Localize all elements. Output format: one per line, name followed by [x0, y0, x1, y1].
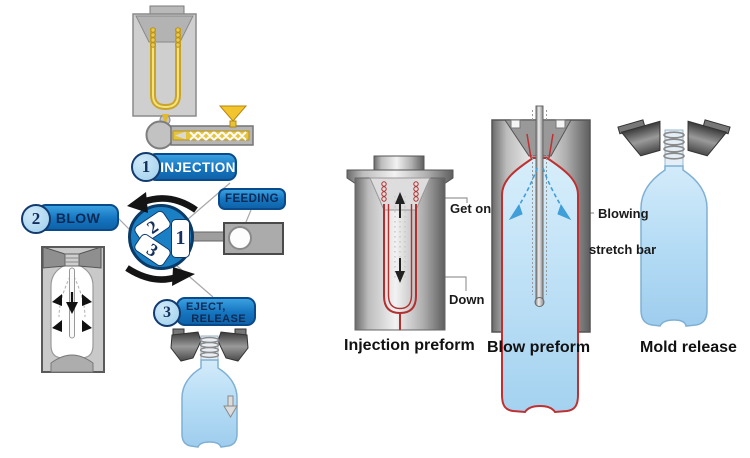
injection-mold-and-extruder	[132, 5, 254, 150]
turret-slot-1-number: 1	[175, 227, 186, 249]
stretch-bar	[535, 105, 544, 301]
mold-base-insert	[50, 354, 94, 373]
down-arrow	[395, 258, 405, 283]
blow-direction-arrows	[52, 292, 92, 332]
top-notch-left	[510, 119, 521, 129]
release-tool-right	[687, 119, 731, 157]
bottle-body	[181, 359, 238, 448]
mold-release-title: Mold release	[640, 339, 737, 356]
mold-release-diagram	[617, 119, 731, 327]
rotation-arrow-bottom	[125, 265, 179, 283]
nozzle-ball	[145, 120, 175, 150]
preform-neck-threads-red	[381, 181, 419, 202]
turret-rotation-arrows	[125, 192, 198, 286]
feeding-label: FEEDING	[225, 193, 279, 205]
bottle-neck-threads	[199, 336, 220, 359]
eject-release-label-pill: EJECT, RELEASE	[176, 297, 256, 326]
step-1-number: 1	[141, 157, 151, 176]
eject-label-line1: EJECT,	[186, 301, 226, 313]
preform-thread-coils	[150, 27, 181, 48]
injection-preform-diagram	[346, 155, 454, 331]
release-neck-finish	[664, 129, 684, 167]
blow-preform-title: Blow preform	[487, 339, 591, 356]
injection-label: INJECTION	[160, 159, 236, 175]
melt-drip	[162, 114, 169, 125]
step-3-number: 3	[163, 304, 171, 321]
top-notch-right	[555, 119, 566, 129]
step-3-badge: 3	[153, 299, 181, 327]
step-1-badge: 1	[131, 152, 161, 182]
release-neck-threads	[663, 131, 685, 160]
get-on-label: Get on	[450, 201, 492, 216]
step-2-badge: 2	[21, 204, 51, 234]
stretch-bar-tip	[534, 297, 545, 307]
feeder-wheel	[228, 226, 252, 250]
turret-slot-1: 1	[171, 219, 190, 258]
stretch-bar-label: stretch bar	[589, 242, 657, 257]
get-on-up-arrow	[395, 192, 405, 218]
neck-threads-block	[64, 253, 80, 267]
ejected-bottle	[170, 328, 249, 448]
preform-speckle-column	[394, 196, 406, 278]
blow-label-pill: BLOW	[37, 204, 119, 231]
injection-preform-title: Injection preform	[344, 337, 475, 354]
rotation-arrow-top	[141, 195, 198, 213]
blow-preform-diagram	[491, 105, 591, 414]
melt-flow-chevron	[175, 131, 186, 140]
blowing-label: Blowing	[598, 206, 649, 221]
extruder-screw	[189, 131, 247, 141]
blowing-air-arrows	[508, 167, 572, 221]
preform-neck-red-lines	[526, 133, 554, 159]
released-bottle-body	[640, 165, 708, 327]
eject-down-arrow	[223, 395, 238, 418]
blow-mold-small	[41, 246, 105, 373]
neck-threads-lines	[65, 257, 79, 263]
hopper-stem	[229, 120, 237, 128]
rotary-turret: 1 2 3	[128, 204, 194, 270]
rotation-arrow-bottom-head	[172, 267, 195, 286]
down-label: Down	[449, 292, 485, 307]
preform-melt-inner	[152, 28, 179, 109]
preform-outline-inner	[387, 204, 413, 310]
step-2-number: 2	[31, 209, 41, 228]
neck-tool-right	[217, 328, 249, 362]
eject-label-line2: RELEASE	[191, 313, 246, 325]
rotation-arrow-top-head	[127, 192, 148, 213]
hopper-funnel	[218, 105, 248, 122]
release-tool-left	[617, 119, 661, 157]
blow-label: BLOW	[55, 209, 101, 226]
feeding-label-pill: FEEDING	[218, 188, 286, 210]
injection-label-pill: INJECTION	[147, 153, 237, 181]
stretch-bar-guides	[532, 110, 547, 295]
neck-tool-left	[170, 328, 202, 362]
